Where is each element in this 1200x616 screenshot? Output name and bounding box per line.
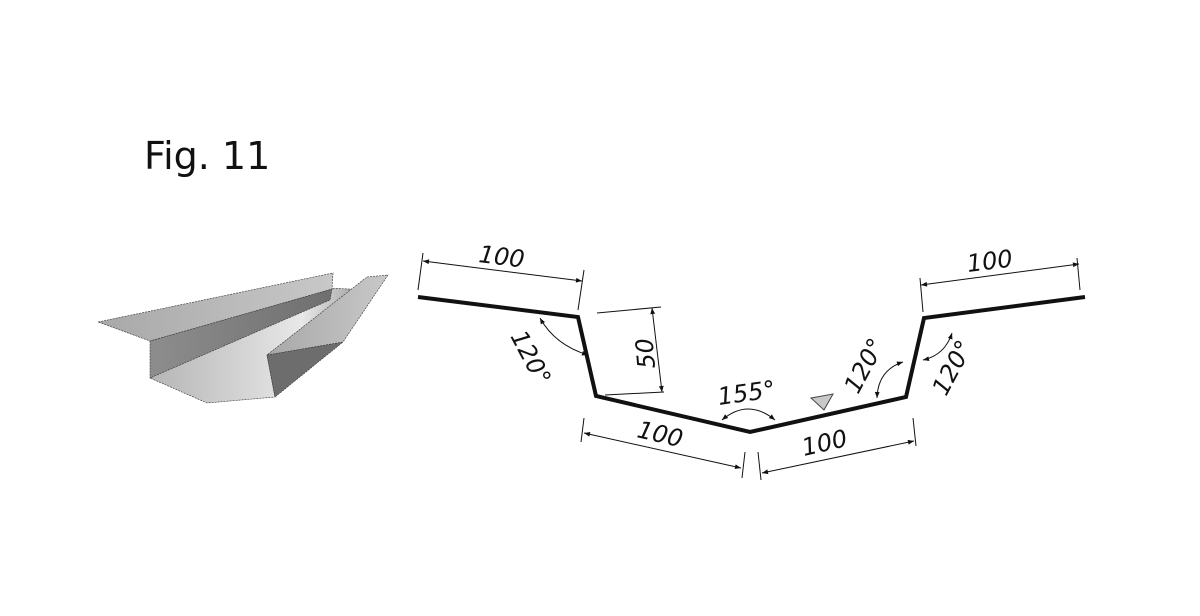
dim-bottom-left: 100: [635, 416, 686, 454]
angle-left: 120°: [505, 326, 557, 390]
dim-top-right: 100: [965, 245, 1014, 278]
angle-center: 155°: [716, 375, 777, 411]
3d-profile-render: [96, 272, 389, 404]
angle-right-inner: 120°: [839, 334, 891, 398]
dim-depth: 50: [630, 337, 661, 370]
figure-title: Fig. 11: [144, 134, 271, 178]
profile-line: [417, 295, 1086, 435]
dim-top-left: 100: [477, 240, 526, 273]
angle-right-outer: 120°: [927, 336, 979, 400]
marker-triangle-icon: [809, 393, 834, 411]
dimension-lines: [422, 259, 1080, 475]
extension-lines: [417, 252, 1081, 481]
